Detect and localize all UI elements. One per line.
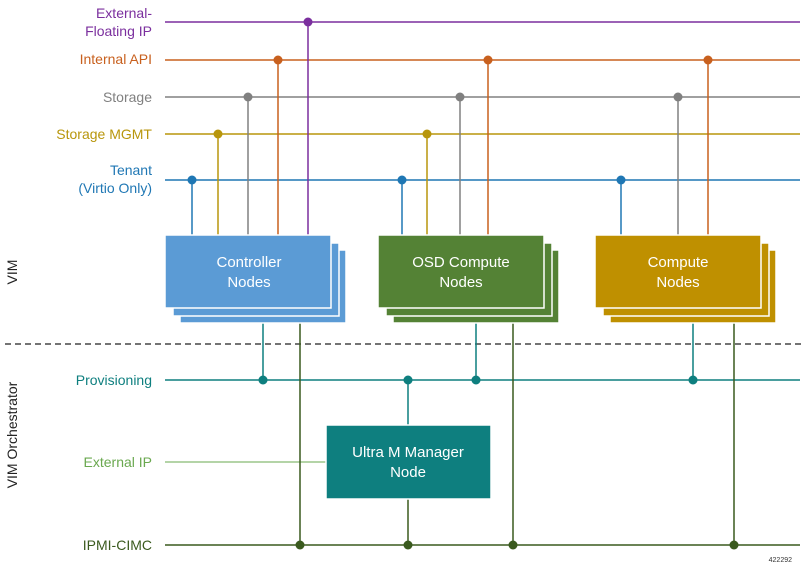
internal-api-label: Internal API — [80, 51, 152, 67]
junction-dot — [688, 375, 698, 385]
controller-nodes: Controller Nodes — [164, 234, 347, 324]
ultra-m-manager-label-2: Node — [390, 464, 426, 481]
ultra-m-manager-label-1: Ultra M Manager — [352, 444, 464, 461]
controller-nodes-label-1: Controller — [216, 254, 281, 271]
junction-dot — [213, 129, 223, 139]
junction-dot — [397, 175, 407, 185]
compute-nodes: Compute Nodes — [594, 234, 777, 324]
junction-dot — [471, 375, 481, 385]
junction-dot — [403, 375, 413, 385]
ultra-m-manager-node: Ultra M Manager Node — [325, 424, 492, 500]
figure-id: 422292 — [769, 557, 792, 564]
junction-dot — [403, 540, 413, 550]
junction-dot — [483, 55, 493, 65]
junction-dot — [673, 92, 683, 102]
junction-dot — [616, 175, 626, 185]
junction-dot — [455, 92, 465, 102]
junction-dot — [703, 55, 713, 65]
junction-dot — [295, 540, 305, 550]
junction-dot — [258, 375, 268, 385]
junction-dot — [273, 55, 283, 65]
junction-dot — [187, 175, 197, 185]
junction-dot — [508, 540, 518, 550]
storage-mgmt-label: Storage MGMT — [56, 126, 152, 142]
tenant-label-2: (Virtio Only) — [78, 180, 152, 196]
provisioning-label: Provisioning — [76, 372, 152, 388]
storage-label: Storage — [103, 89, 152, 105]
osd-compute-nodes-label-2: Nodes — [439, 274, 482, 291]
external-floating-ip-label-1: External- — [96, 5, 152, 21]
osd-compute-nodes: OSD Compute Nodes — [377, 234, 560, 324]
junction-dot — [422, 129, 432, 139]
external-ip-label: External IP — [84, 454, 152, 470]
compute-nodes-label-1: Compute — [648, 254, 709, 271]
junction-dot — [243, 92, 253, 102]
vim-zone-label: VIM — [4, 260, 20, 285]
tenant-label-1: Tenant — [110, 162, 152, 178]
osd-compute-nodes-label-1: OSD Compute — [412, 254, 510, 271]
junction-dot — [303, 17, 313, 27]
junction-dot — [729, 540, 739, 550]
vim-orchestrator-zone-label: VIM Orchestrator — [4, 381, 20, 488]
ipmi-cimc-label: IPMI-CIMC — [83, 537, 152, 553]
external-floating-ip-label-2: Floating IP — [85, 23, 152, 39]
controller-nodes-label-2: Nodes — [227, 274, 270, 291]
compute-nodes-label-2: Nodes — [656, 274, 699, 291]
